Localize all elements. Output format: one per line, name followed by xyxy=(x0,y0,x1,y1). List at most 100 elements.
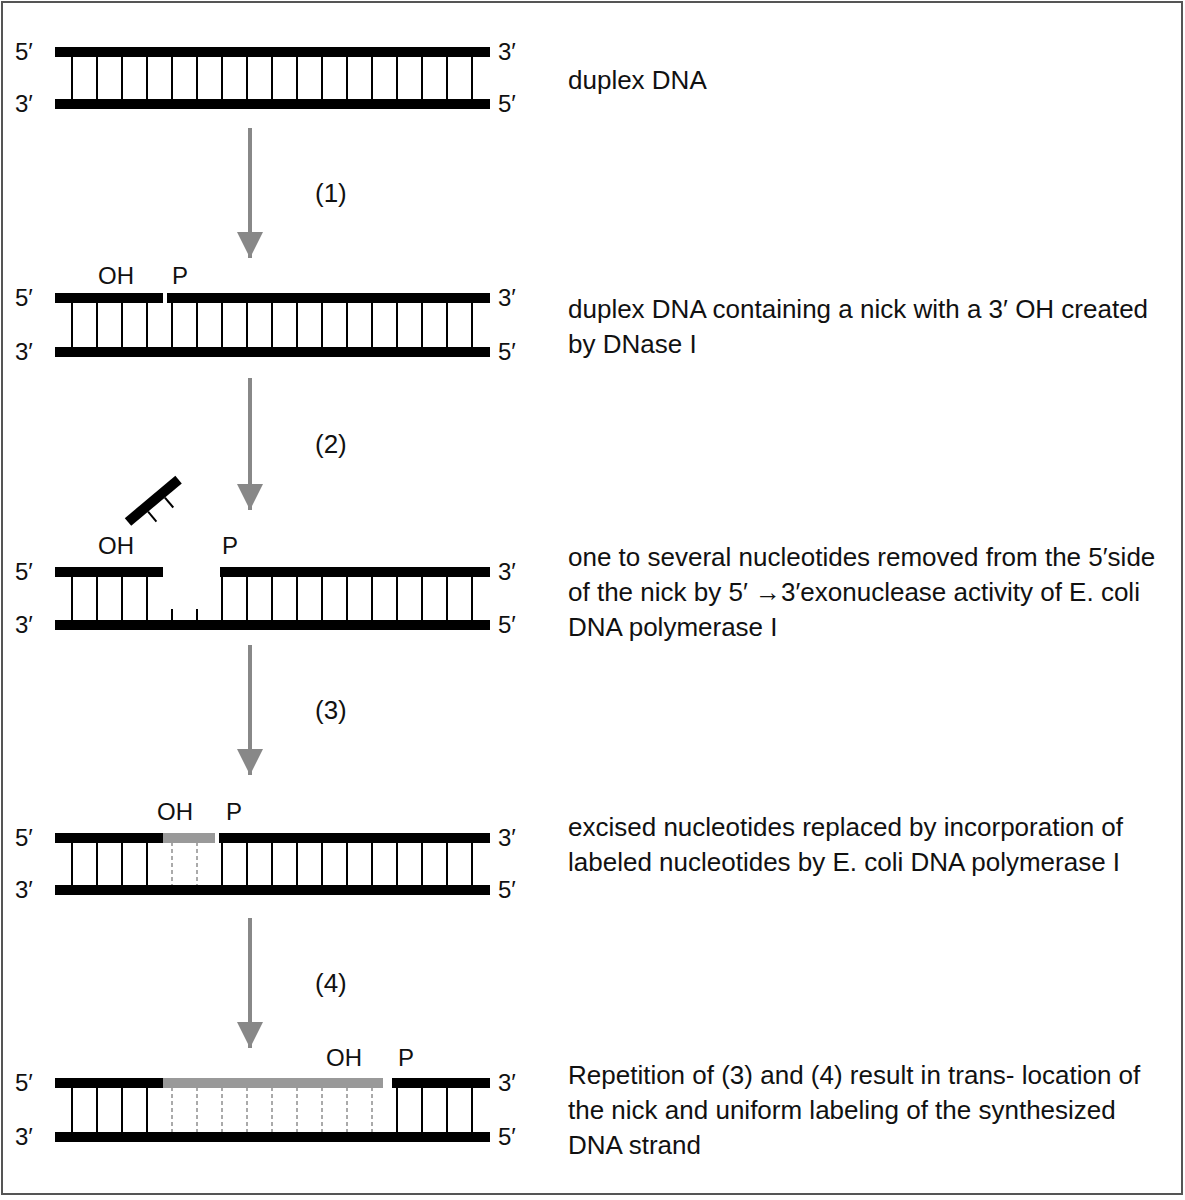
step-number: (4) xyxy=(315,968,347,998)
dna-strand xyxy=(55,833,163,843)
strand-label: OH xyxy=(98,262,134,290)
base-pair xyxy=(71,302,73,348)
base-pair xyxy=(296,576,298,621)
base-pair xyxy=(321,302,323,348)
base-pair xyxy=(446,576,448,621)
step-arrow xyxy=(248,378,252,510)
dna-duplex xyxy=(55,47,490,109)
strand-label: 3′ xyxy=(15,876,33,904)
step-description: Repetition of (3) and (4) result in tran… xyxy=(568,1058,1168,1163)
base-pair xyxy=(471,56,473,100)
base-pair xyxy=(196,1087,198,1133)
strand-label: 5′ xyxy=(15,824,33,852)
base-pair xyxy=(246,56,248,100)
base-pair xyxy=(96,576,98,621)
base-pair xyxy=(196,56,198,100)
strand-label: 5′ xyxy=(498,90,516,118)
base-pair xyxy=(296,302,298,348)
base-pair xyxy=(396,1087,398,1133)
strand-label: 3′ xyxy=(498,1069,516,1097)
base-pair xyxy=(221,1087,223,1133)
step-arrow xyxy=(248,918,252,1048)
dna-duplex xyxy=(55,567,490,630)
base-pair xyxy=(146,576,148,621)
base-pair xyxy=(121,302,123,348)
strand-label: 5′ xyxy=(15,558,33,586)
base-pair xyxy=(196,302,198,348)
base-pair xyxy=(396,302,398,348)
strand-label: P xyxy=(172,262,188,290)
base-pair xyxy=(96,56,98,100)
base-pair xyxy=(346,842,348,886)
stage-panel: excised nucleotides replaced by incorpor… xyxy=(10,775,1170,918)
base-pair xyxy=(271,56,273,100)
dna-strand xyxy=(163,833,215,843)
base-pair xyxy=(146,1087,148,1133)
base-pair xyxy=(246,842,248,886)
base-pair xyxy=(221,302,223,348)
base-pair xyxy=(246,576,248,621)
base-pair xyxy=(421,842,423,886)
base-pair xyxy=(321,56,323,100)
step-description: one to several nucleotides removed from … xyxy=(568,540,1168,645)
base-pair xyxy=(71,56,73,100)
step-arrow xyxy=(248,128,252,258)
base-pair xyxy=(446,1087,448,1133)
strand-label: 5′ xyxy=(15,284,33,312)
base-pair xyxy=(321,842,323,886)
strand-label: 3′ xyxy=(15,1123,33,1151)
strand-label: 3′ xyxy=(498,558,516,586)
base-pair xyxy=(221,842,223,886)
base-pair xyxy=(346,56,348,100)
base-pair xyxy=(371,302,373,348)
base-pair xyxy=(171,1087,173,1133)
base-pair xyxy=(371,576,373,621)
base-pair xyxy=(346,576,348,621)
base-pair xyxy=(471,842,473,886)
excised-fragment xyxy=(125,476,182,526)
base-pair xyxy=(396,576,398,621)
base-pair xyxy=(471,302,473,348)
step-number: (3) xyxy=(315,695,347,725)
strand-label: 5′ xyxy=(498,876,516,904)
base-pair xyxy=(421,56,423,100)
strand-label: P xyxy=(226,798,242,826)
base-pair xyxy=(146,842,148,886)
dna-strand xyxy=(167,293,490,303)
base-pair xyxy=(221,56,223,100)
base-pair xyxy=(421,302,423,348)
step-description: duplex DNA xyxy=(568,63,1168,98)
dna-strand xyxy=(55,293,163,303)
step-description: duplex DNA containing a nick with a 3′ O… xyxy=(568,292,1168,362)
base-pair xyxy=(296,1087,298,1133)
dna-strand xyxy=(55,620,490,630)
dna-strand xyxy=(55,99,490,109)
dna-strand xyxy=(55,1078,163,1088)
dna-strand xyxy=(55,885,490,895)
dna-strand xyxy=(55,1132,490,1142)
base-pair xyxy=(446,302,448,348)
excised-nucleotides xyxy=(125,476,190,536)
base-pair xyxy=(346,302,348,348)
dna-strand xyxy=(55,567,163,577)
base-pair xyxy=(246,1087,248,1133)
strand-label: P xyxy=(222,532,238,560)
step-arrow xyxy=(248,645,252,775)
base-pair xyxy=(196,842,198,886)
strand-label: OH xyxy=(326,1044,362,1072)
base-pair xyxy=(96,842,98,886)
base-pair xyxy=(121,842,123,886)
base-pair xyxy=(71,1087,73,1133)
dna-duplex xyxy=(55,1078,490,1142)
base-pair xyxy=(121,576,123,621)
base-pair xyxy=(221,576,223,621)
base-pair xyxy=(171,56,173,100)
base-pair xyxy=(121,1087,123,1133)
strand-label: P xyxy=(398,1044,414,1072)
strand-label: OH xyxy=(98,532,134,560)
dna-duplex xyxy=(55,833,490,895)
dna-duplex xyxy=(55,293,490,357)
base-pair xyxy=(271,842,273,886)
base-pair xyxy=(271,576,273,621)
